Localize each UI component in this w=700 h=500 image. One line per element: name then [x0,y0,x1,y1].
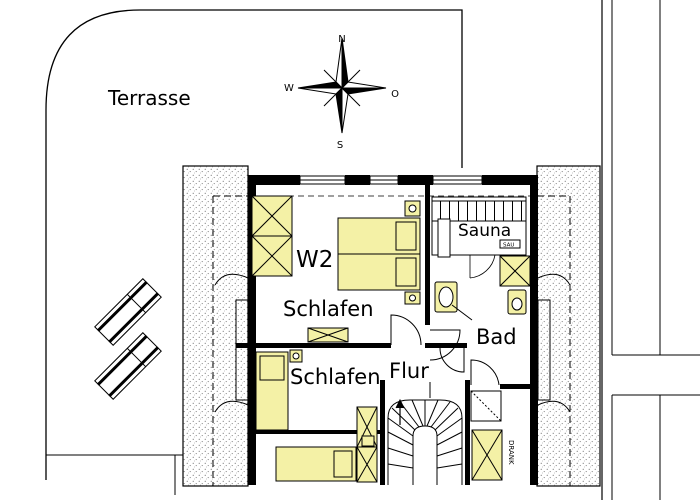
bedroom-1-label: Schlafen [283,297,374,321]
wall-bays [214,273,571,413]
exterior-walls [248,175,538,485]
bed-bedroom-2 [255,349,375,482]
roof-slope-left [182,165,249,487]
bath-cabinet [499,255,531,287]
sun-lounger-1 [94,278,162,346]
compass-east-label: O [391,89,399,100]
interior-walls [236,185,530,485]
sauna-heater-label: SAU [503,243,514,249]
roof-slope-right [536,165,601,487]
bedroom-2-label: Schlafen [290,365,381,389]
terrace-area [45,9,463,495]
bathroom-fixtures [434,281,527,321]
windows [299,175,483,185]
shower [470,390,502,422]
dresser-bedroom-1 [307,327,349,343]
sauna-bench-stool [437,218,451,258]
compass-rose [297,37,387,134]
compass-south-label: S [337,140,343,151]
bathroom-label: Bad [476,325,517,349]
sauna-label: Sauna [458,221,511,241]
hallway-label: Flur [389,359,429,383]
closet-marking-label: DRANK [507,440,515,465]
compass-west-label: W [284,83,294,94]
sun-lounger-2 [94,332,162,400]
double-bed-bedroom-1 [337,200,421,305]
drying-closet [471,429,503,481]
doors [390,314,500,386]
terrace-label: Terrasse [107,86,191,110]
compass-north-label: N [338,34,345,45]
spiral-staircase [387,398,463,485]
apartment-label: W2 [296,247,333,273]
property-lines [601,0,700,500]
wardrobe-bedroom-1 [251,195,293,277]
